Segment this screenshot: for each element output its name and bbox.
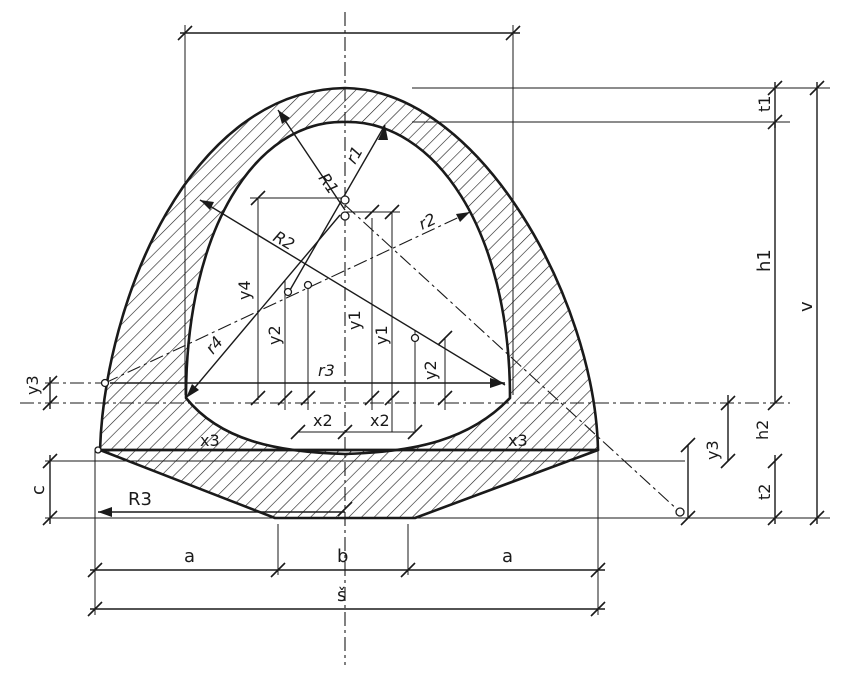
invert-block — [98, 448, 600, 520]
label-R2: R2 — [270, 227, 298, 254]
label-y2a: y2 — [265, 325, 284, 345]
centre-point-1 — [340, 195, 350, 205]
arrow-R2 — [200, 200, 214, 210]
label-x3b: x3 — [508, 431, 528, 450]
arrow-R3 — [98, 507, 112, 517]
R2-line — [199, 199, 506, 386]
label-x3a: x3 — [200, 431, 220, 450]
arch-wall — [98, 86, 600, 456]
inner-invert-curve — [185, 397, 511, 455]
arrow-r3 — [490, 378, 505, 388]
label-s: š — [337, 585, 346, 606]
centre-point-2 — [340, 211, 350, 221]
arrow-r4 — [186, 384, 199, 398]
label-c: c — [28, 485, 49, 495]
label-t1: t1 — [755, 96, 774, 112]
R1-line — [277, 109, 346, 211]
centre-point-5 — [410, 333, 420, 343]
centre-point-3 — [283, 287, 293, 297]
label-a-right: a — [502, 546, 513, 567]
label-R1: R1 — [315, 169, 343, 197]
centre-point-6 — [100, 378, 110, 388]
label-y3a: y3 — [23, 375, 42, 395]
label-y1a: y1 — [345, 310, 364, 330]
r4-line — [185, 214, 341, 399]
label-y4: y4 — [235, 280, 254, 300]
label-x2b: x2 — [370, 411, 390, 430]
dimension-ticks — [42, 25, 825, 617]
R3-diag-line — [344, 204, 681, 513]
label-r3: r3 — [318, 361, 335, 380]
r2-line — [104, 211, 471, 384]
centre-point-8 — [94, 446, 102, 454]
arrow-R1 — [278, 110, 290, 124]
label-h2: h2 — [753, 420, 772, 440]
r1-line — [289, 124, 386, 291]
arrow-r1 — [378, 125, 388, 140]
label-a-left: a — [184, 546, 195, 567]
label-x2a: x2 — [313, 411, 333, 430]
label-R3: R3 — [128, 489, 152, 510]
label-v: v — [796, 301, 817, 312]
label-t2: t2 — [755, 484, 774, 500]
centre-point-7 — [675, 507, 685, 517]
arrow-r2 — [456, 212, 470, 222]
centre-point-4 — [303, 280, 313, 290]
label-y1b: y1 — [372, 325, 391, 345]
label-h1: h1 — [754, 249, 775, 272]
label-r2: r2 — [416, 209, 439, 233]
label-y2b: y2 — [421, 360, 440, 380]
label-y3b: y3 — [703, 440, 722, 460]
label-b: b — [337, 546, 348, 567]
